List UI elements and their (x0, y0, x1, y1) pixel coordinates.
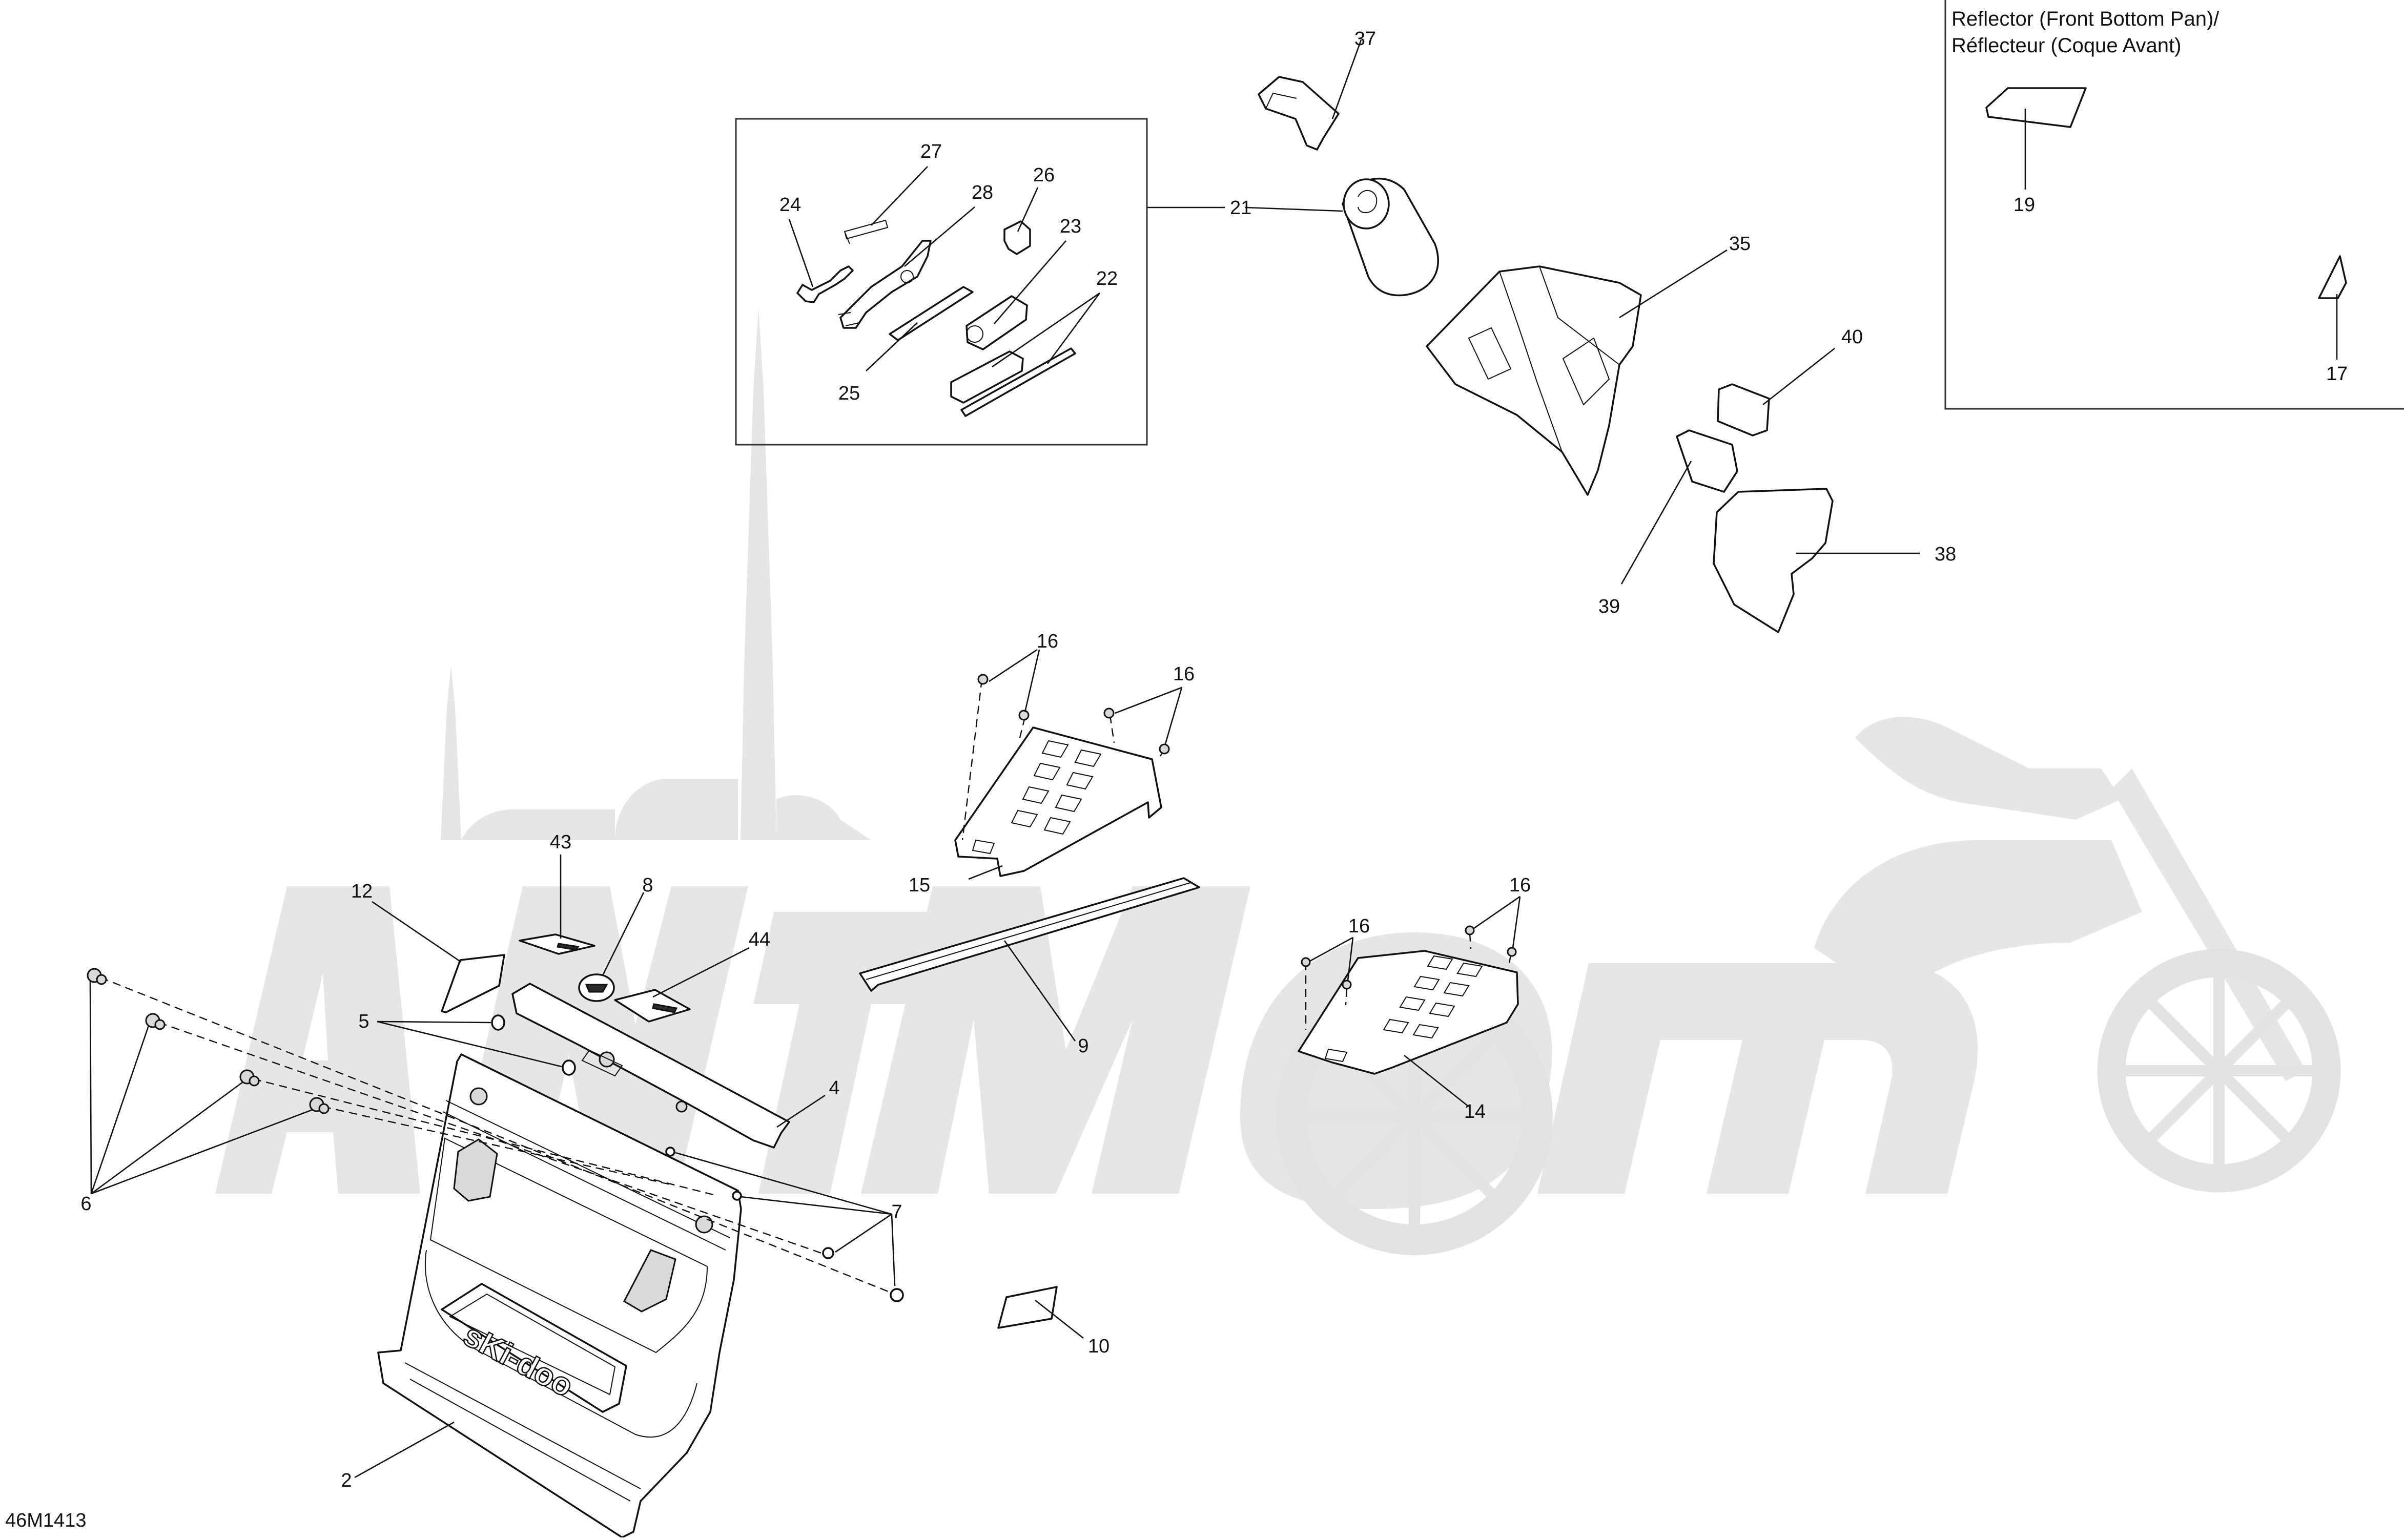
footrest-15-group: 16 16 15 (909, 631, 1195, 896)
fasteners-6-7-group: 6 7 (80, 968, 904, 1302)
footrest-14-group: 16 16 14 (1298, 875, 1531, 1122)
mud-flap-group: sKi-doo 2 (341, 1053, 742, 1538)
label-14: 14 (1464, 1101, 1486, 1122)
label-16-d: 16 (1509, 875, 1531, 896)
label-16-c: 16 (1348, 915, 1370, 937)
label-8: 8 (642, 875, 653, 896)
pad-40-part (1717, 383, 1770, 436)
label-28: 28 (972, 182, 993, 203)
label-22: 22 (1096, 268, 1118, 289)
label-44: 44 (749, 929, 770, 950)
decal-10-part (997, 1286, 1058, 1329)
label-9: 9 (1078, 1035, 1088, 1057)
label-2: 2 (341, 1470, 352, 1491)
label-7: 7 (891, 1201, 902, 1223)
label-16-a: 16 (1037, 631, 1058, 652)
open-wrench-part (796, 265, 854, 303)
label-5: 5 (358, 1011, 369, 1032)
label-15: 15 (909, 875, 930, 896)
label-43: 43 (550, 831, 571, 853)
label-40: 40 (1841, 326, 1863, 348)
tool-kit-group: 24 27 28 26 23 22 25 21 (735, 118, 1251, 446)
label-12: 12 (351, 881, 373, 902)
screwdriver-bit-part (960, 347, 1076, 417)
inset-reflector: Reflector (Front Bottom Pan)/ Réflecteur… (1944, 0, 2404, 410)
decals-group: 12 43 8 44 (351, 831, 770, 1023)
strip-9-group: 9 (859, 877, 1200, 1057)
clip-part (1003, 220, 1031, 255)
label-35: 35 (1729, 233, 1751, 255)
label-25: 25 (838, 383, 860, 404)
strip-9-part (859, 877, 1200, 992)
label-6: 6 (80, 1193, 91, 1215)
reflector-side-part (2318, 255, 2347, 299)
tool-roll-group: 37 (1245, 28, 1439, 297)
label-10: 10 (1088, 1336, 1109, 1357)
label-4: 4 (829, 1077, 839, 1099)
pad-38-part (1713, 488, 1834, 633)
storage-box-group: 35 40 39 38 (1426, 233, 1956, 633)
label-16-b: 16 (1173, 663, 1195, 685)
bracket-4-group: 4 (511, 983, 840, 1149)
reflector-front-part (1985, 87, 2087, 128)
label-19: 19 (2013, 194, 2035, 216)
diagram-code: 46M1413 (5, 1510, 86, 1531)
label-27: 27 (920, 141, 942, 162)
pad-39-part (1676, 429, 1738, 493)
label-24: 24 (779, 194, 801, 216)
spanner-part (839, 240, 932, 329)
tool-holder-part (1258, 76, 1340, 151)
decal-10-group: 10 (997, 1286, 1109, 1357)
decal-12-part (441, 954, 505, 1013)
label-23: 23 (1060, 216, 1081, 237)
storage-box-part (1426, 265, 1642, 496)
rivets-5-group: 5 (358, 1011, 576, 1076)
inset-title-line1: Reflector (Front Bottom Pan)/ (1951, 8, 2220, 30)
decal-44-part (614, 989, 691, 1023)
bracket-4-part (511, 983, 790, 1149)
socket-part (965, 295, 1028, 350)
screwdriver-handle-part (950, 350, 1024, 404)
label-17: 17 (2326, 363, 2348, 385)
label-39: 39 (1598, 596, 1620, 617)
inset-title-line2: Réflecteur (Coque Avant) (1951, 34, 2181, 57)
footrest-14-part (1298, 950, 1519, 1075)
label-26: 26 (1033, 164, 1055, 186)
label-38: 38 (1935, 544, 1956, 565)
tool-strip-part (889, 286, 974, 341)
label-37: 37 (1354, 28, 1376, 50)
